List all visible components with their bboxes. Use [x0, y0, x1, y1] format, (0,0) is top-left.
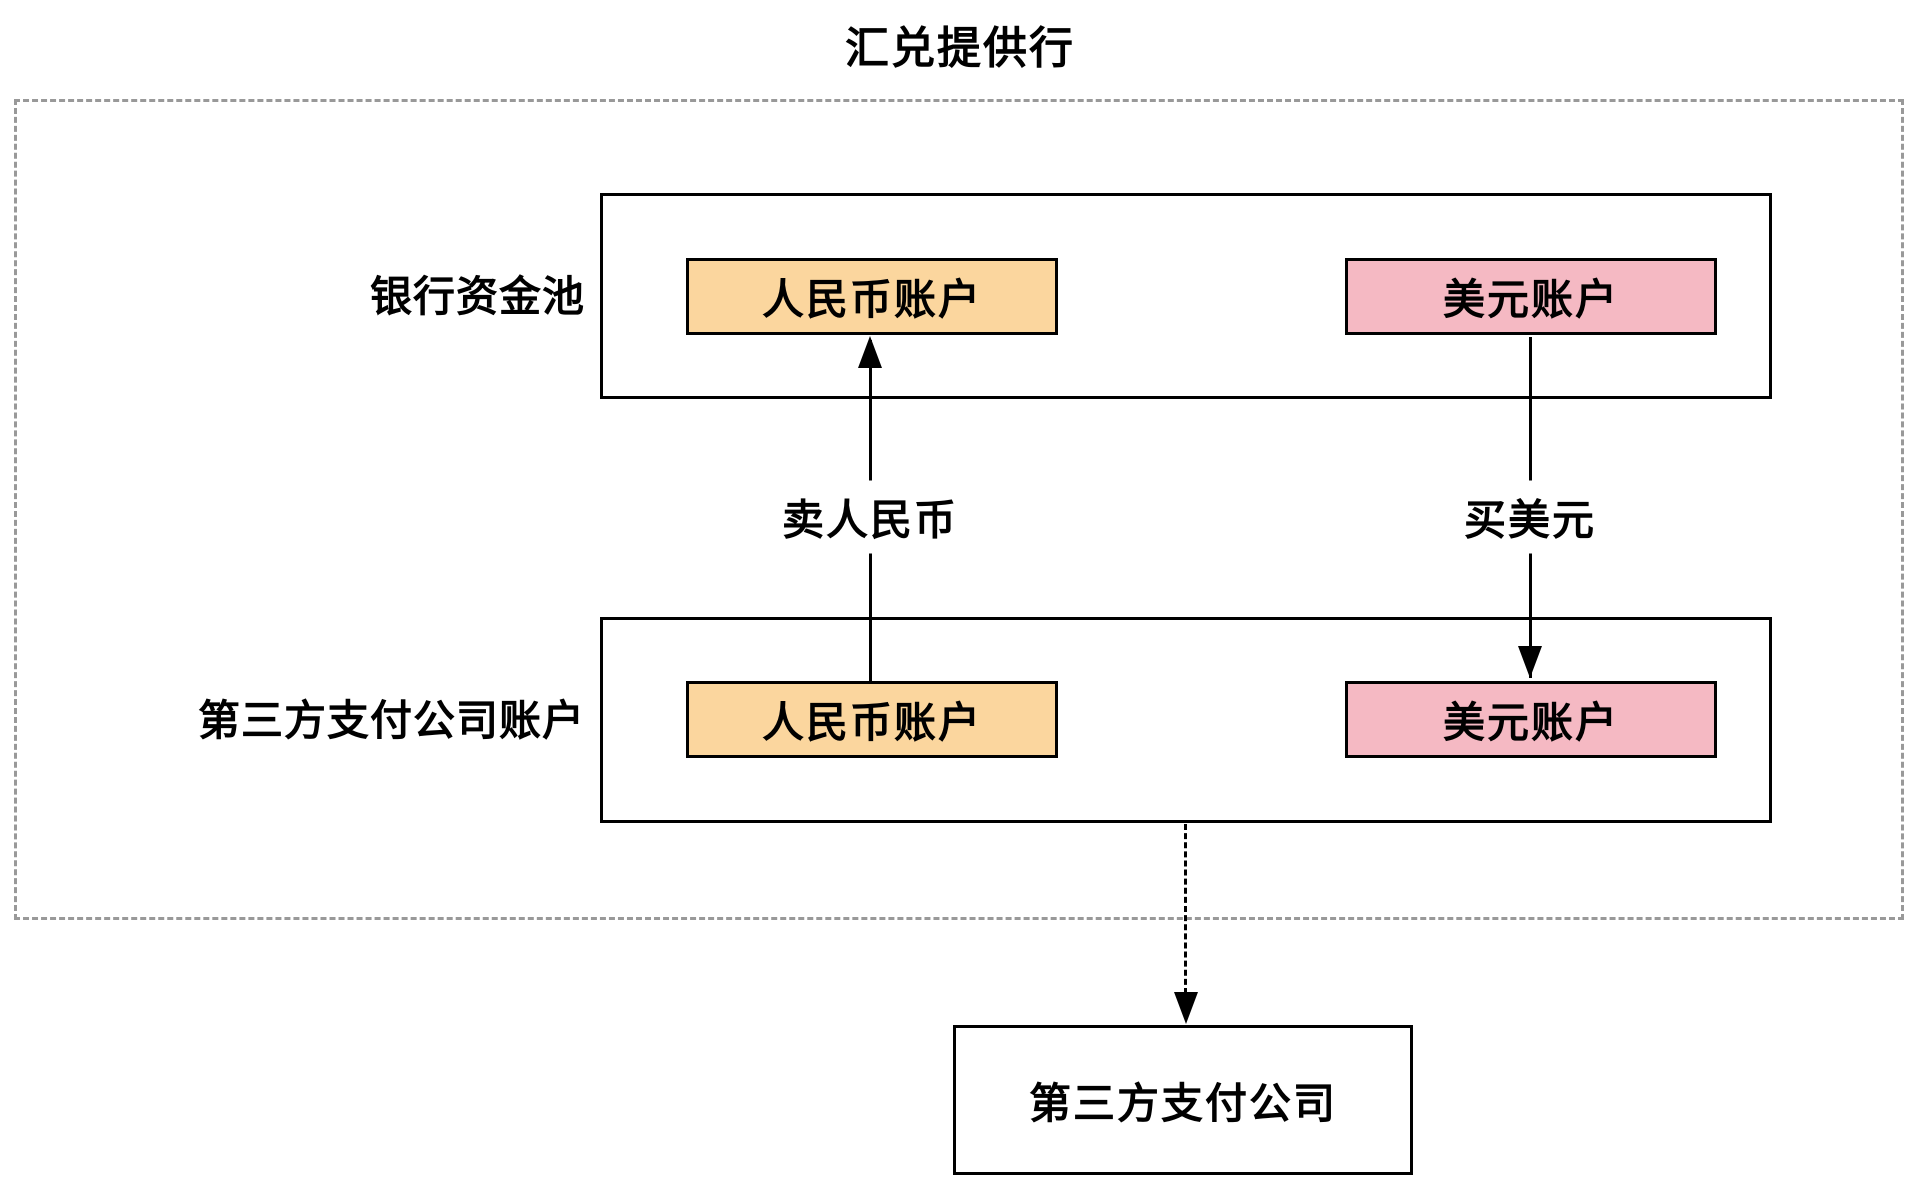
- diagram-title: 汇兑提供行: [845, 24, 1075, 73]
- third-party-rmb-account-box: 人民币账户: [686, 681, 1058, 758]
- exchange-bank-boundary: [14, 99, 1904, 920]
- third-party-usd-account-box: 美元账户: [1345, 681, 1717, 758]
- company-connector-arrowhead-icon: [1174, 992, 1198, 1024]
- sell-rmb-arrowhead-icon: [858, 336, 882, 368]
- bank-usd-account-box: 美元账户: [1345, 258, 1717, 335]
- company-connector-dashed-line: [1184, 824, 1187, 994]
- third-party-accounts-label: 第三方支付公司账户: [197, 697, 585, 744]
- bank-pool-label: 银行资金池: [369, 273, 585, 320]
- buy-usd-label: 买美元: [1447, 480, 1613, 554]
- sell-rmb-label: 卖人民币: [765, 480, 975, 554]
- buy-usd-arrowhead-icon: [1518, 646, 1542, 678]
- bank-rmb-account-box: 人民币账户: [686, 258, 1058, 335]
- third-party-company-box: 第三方支付公司: [953, 1025, 1413, 1175]
